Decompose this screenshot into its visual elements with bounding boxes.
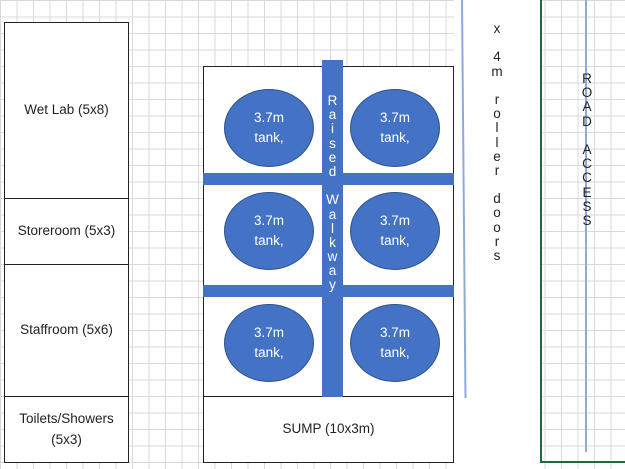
vertical-letter: E [582,184,592,200]
vertical-letter: 4 [493,49,501,65]
vertical-letter: A [582,141,592,157]
vertical-letter: R [582,71,592,86]
tank-size: 3.7m [379,213,410,229]
tank: 3.7m tank, [350,192,440,270]
vertical-letter: o [493,219,501,235]
vertical-letter: a [328,206,337,222]
tank-unit: tank, [380,345,410,360]
tank: 3.7m tank, [224,192,314,270]
road-center-line [585,0,587,452]
vertical-letter: r [494,162,500,178]
tank-unit: tank, [254,233,284,248]
vertical-letter: d [493,191,501,207]
vertical-letter [495,36,499,50]
road-boundary-line [540,0,542,463]
white-boundary-strip [454,0,540,469]
vertical-letter [331,179,335,193]
vertical-letter: s [329,135,336,151]
vertical-letter: i [331,121,334,137]
vertical-letter: d [328,163,337,179]
vertical-letter: o [493,106,501,122]
staffroom-label: Staffroom (5x6) [20,322,113,338]
vertical-letter [495,79,499,93]
vertical-letter: C [582,156,592,172]
vertical-letter: m [491,63,503,79]
vertical-letter: S [582,212,592,228]
vertical-letter: A [582,99,592,115]
storeroom-label: Storeroom (5x3) [17,223,116,239]
vertical-letter: e [493,148,501,164]
tank: 3.7m tank, [350,89,440,167]
vertical-letter: W [326,192,339,208]
staffroom-room: Staffroom (5x6) [4,264,129,397]
tank-unit: tank, [254,345,284,360]
toilets-showers-room: Toilets/Showers (5x3) [4,396,129,463]
tank-size: 3.7m [253,110,284,126]
vertical-letter: x [493,21,501,36]
tank-unit: tank, [380,233,410,248]
vertical-letter: s [493,248,501,263]
tank-unit: tank, [380,130,410,145]
tank-size: 3.7m [379,110,410,126]
sump-label: SUMP (10x3m) [282,421,375,437]
vertical-letter: y [329,277,336,293]
vertical-letter [495,178,499,192]
vertical-letter: S [582,198,592,214]
toilets-label-line2: (5x3) [51,431,82,447]
tank-size: 3.7m [253,213,284,229]
vertical-letter: w [327,249,338,265]
tank-size: 3.7m [253,325,284,341]
vertical-letter: D [582,113,592,129]
vertical-letter: l [495,120,499,136]
vertical-letter: C [582,170,592,186]
vertical-letter: a [328,263,337,279]
tank-size: 3.7m [379,325,410,341]
vertical-letter: r [494,91,500,107]
vertical-letter [585,129,589,143]
vertical-letter: o [493,205,501,221]
wet-lab-label: Wet Lab (5x8) [24,102,109,118]
vertical-letter: r [494,233,500,249]
tank: 3.7m tank, [224,89,314,167]
vertical-letter: l [331,220,334,236]
toilets-label-line1: Toilets/Showers [19,410,114,426]
vertical-letter: R [327,93,338,108]
tank: 3.7m tank, [350,304,440,382]
sump-area: SUMP (10x3m) [203,396,454,463]
tank-unit: tank, [254,130,284,145]
vertical-letter: l [495,134,499,150]
road-bottom-line [540,461,625,463]
vertical-letter: a [328,107,337,123]
raised-walkway [322,60,343,397]
vertical-letter: O [581,85,593,101]
vertical-letter: e [328,149,337,165]
tank: 3.7m tank, [224,304,314,382]
storeroom-room: Storeroom (5x3) [4,198,129,265]
vertical-letter: k [329,234,336,250]
wet-lab-room: Wet Lab (5x8) [4,22,129,199]
